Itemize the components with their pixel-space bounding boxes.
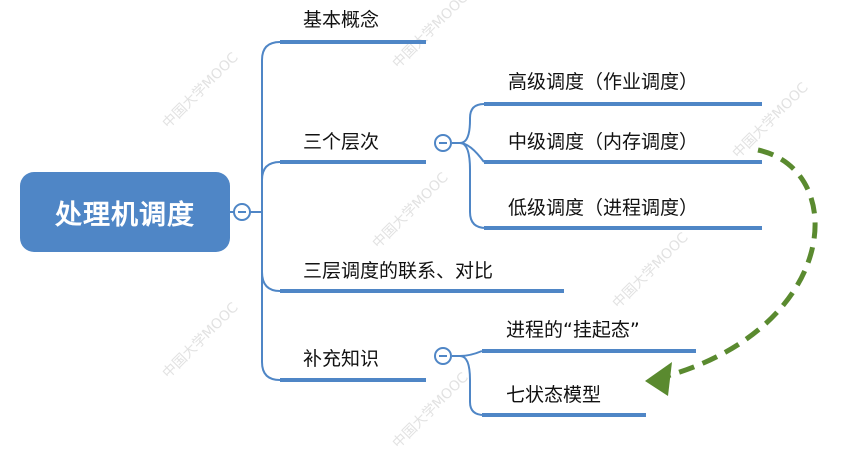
supplement-underline: [482, 413, 646, 417]
connector-branch-2: [261, 161, 281, 212]
branch-underline: [280, 160, 426, 164]
root-node[interactable]: 处理机调度: [20, 172, 230, 252]
level-high[interactable]: 高级调度（作业调度）: [508, 71, 699, 93]
branch-three-levels[interactable]: 三个层次: [303, 131, 380, 153]
collapse-supplement-icon[interactable]: [434, 347, 452, 365]
connector-level-3: [459, 142, 487, 229]
branch-supplement[interactable]: 补充知识: [303, 348, 380, 370]
arrow-head-icon: [645, 362, 672, 396]
connector-supp-2: [459, 355, 485, 416]
connector-level-2: [459, 142, 485, 163]
branch-basic-concept[interactable]: 基本概念: [303, 9, 380, 31]
branch-underline: [280, 378, 426, 382]
connector-branch-3: [261, 212, 281, 292]
branch-underline: [280, 40, 426, 44]
collapse-levels-icon[interactable]: [434, 134, 452, 152]
branch-comparison[interactable]: 三层调度的联系、对比: [303, 260, 494, 282]
branch-underline: [280, 289, 564, 293]
level-low[interactable]: 低级调度（进程调度）: [508, 197, 699, 219]
level-underline: [484, 226, 762, 230]
supplement-suspend-state[interactable]: 进程的“挂起态”: [506, 319, 640, 341]
connector-supp-1: [459, 350, 483, 357]
connector-branch-1: [261, 41, 281, 212]
collapse-root-icon[interactable]: [233, 203, 251, 221]
supplement-seven-state-model[interactable]: 七状态模型: [506, 384, 602, 406]
level-medium[interactable]: 中级调度（内存调度）: [508, 131, 699, 153]
connector-branch-4: [261, 212, 281, 381]
connector-level-1: [459, 103, 485, 144]
level-underline: [484, 102, 762, 106]
level-underline: [484, 160, 762, 164]
dashed-curved-arrow-icon: [659, 147, 818, 381]
supplement-underline: [482, 349, 696, 353]
